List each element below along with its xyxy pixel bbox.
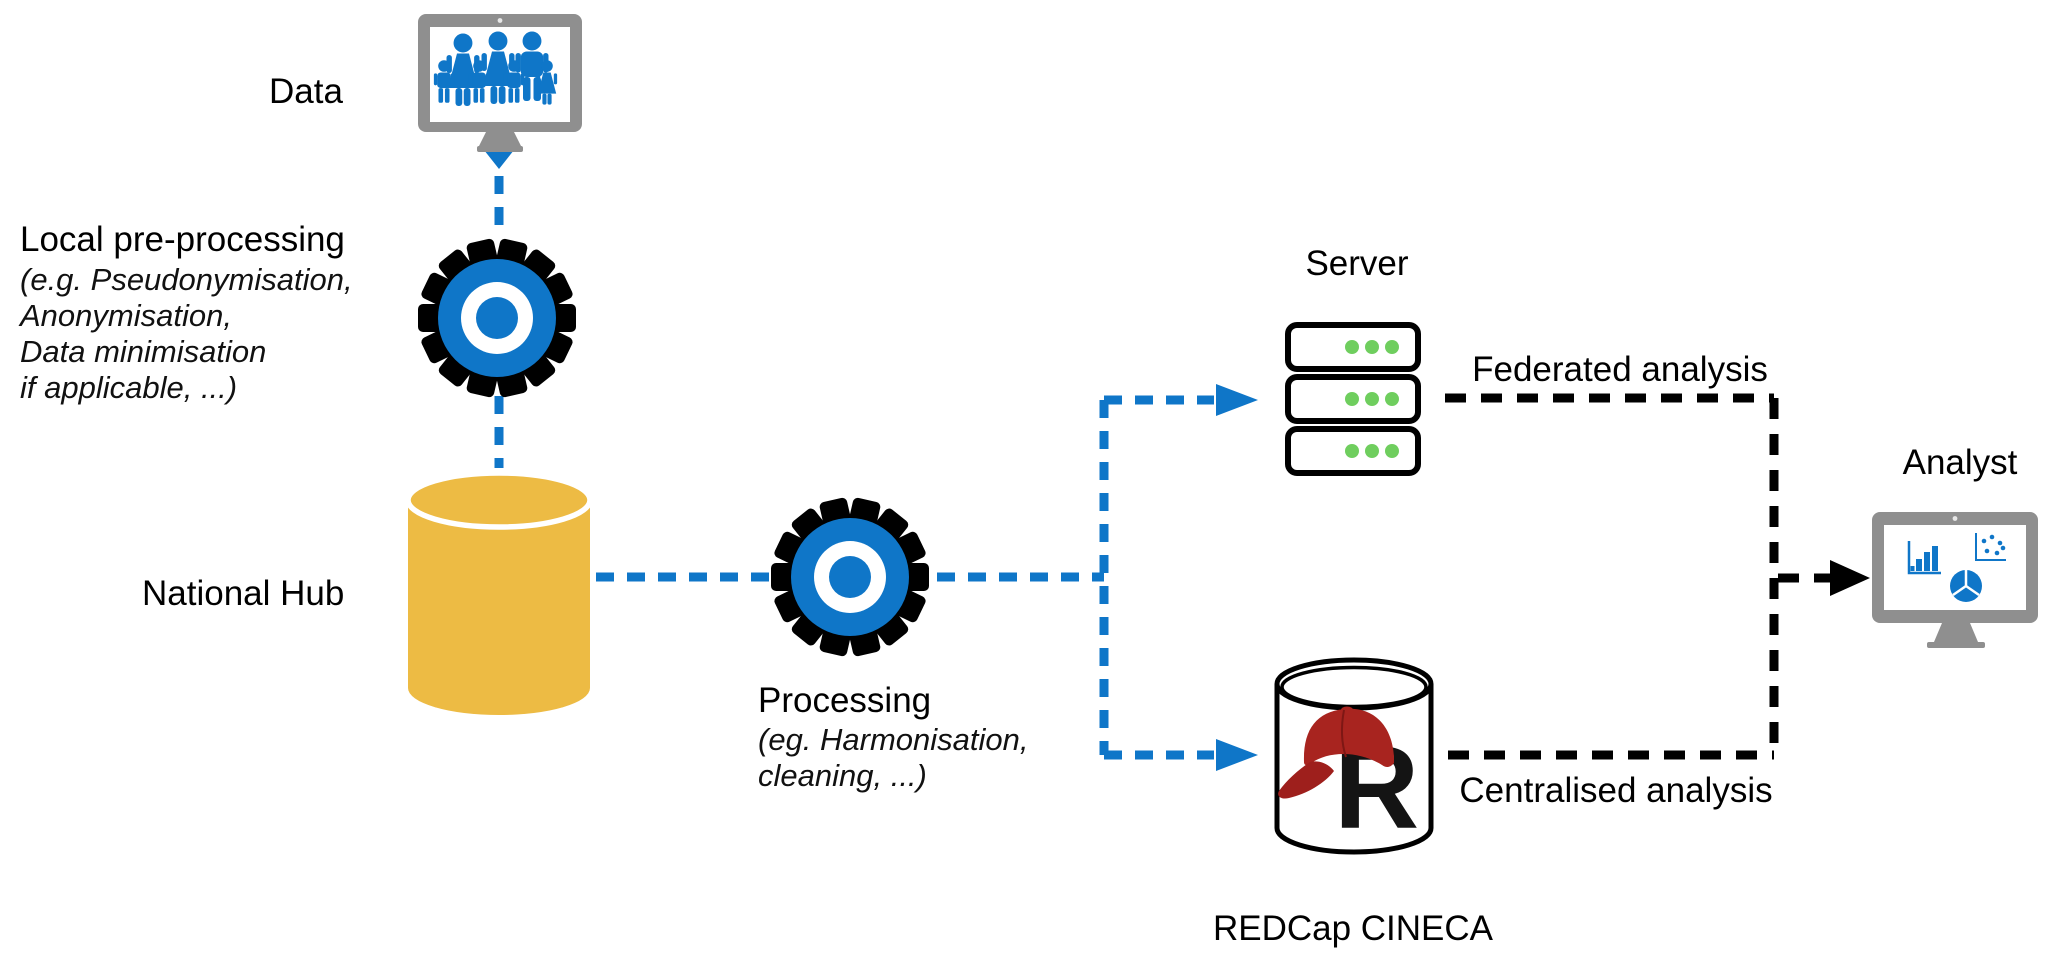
cylinder-lid (405, 470, 593, 530)
server-label: Server (1305, 244, 1408, 283)
arrowhead-down-icon (484, 150, 514, 169)
local-preprocessing-line: (e.g. Pseudonymisation, (20, 262, 353, 297)
processing-line: (eg. Harmonisation, (758, 722, 1029, 757)
processing-line: cleaning, ...) (758, 758, 927, 793)
redcap-cineca-label: REDCap CINECA (1213, 909, 1494, 948)
local-preprocessing-line: Data minimisation (20, 334, 266, 369)
black-flow-edges (1445, 393, 1870, 760)
local-preprocessing-title: Local pre-processing (20, 220, 345, 259)
data-label: Data (269, 72, 343, 111)
analyst-monitor-stand (1934, 623, 1978, 642)
gear-icon-processing (771, 496, 929, 658)
bar-chart-icon (1907, 541, 1941, 575)
monitor-charts-icon (1872, 512, 2038, 648)
database-cylinder-icon (405, 470, 593, 715)
centralised-analysis-label: Centralised analysis (1459, 771, 1772, 810)
cylinder-body (408, 500, 590, 715)
blue-flow-edges (484, 150, 1258, 771)
webcam-dot-icon (1952, 516, 1958, 521)
arrowhead-analyst-icon (1830, 560, 1870, 596)
monitor-base (477, 146, 523, 152)
analyst-label: Analyst (1903, 443, 2018, 482)
red-cap-icon (1278, 706, 1394, 799)
pie-chart-icon (1950, 569, 1982, 602)
redcap-cylinder-lid-inner (1280, 665, 1428, 709)
arrowhead-redcap-icon (1216, 739, 1258, 771)
federated-analysis-label: Federated analysis (1472, 350, 1768, 389)
analyst-monitor-base (1927, 642, 1985, 648)
server-led-dots (1345, 340, 1399, 458)
gear-icon-preprocessing (418, 237, 576, 399)
monitor-stand (479, 132, 521, 146)
local-preprocessing-line: Anonymisation, (18, 298, 232, 333)
redcap-database-icon: R (1274, 657, 1434, 855)
local-preprocessing-line: if applicable, ...) (20, 370, 237, 405)
processing-title: Processing (758, 681, 931, 720)
server-rack-icon (1285, 322, 1421, 476)
monitor-people-icon (418, 14, 582, 152)
scatter-plot-icon (1975, 533, 2006, 561)
arrowhead-server-icon (1216, 384, 1258, 416)
national-hub-label: National Hub (142, 574, 344, 613)
webcam-dot-icon (497, 18, 503, 23)
